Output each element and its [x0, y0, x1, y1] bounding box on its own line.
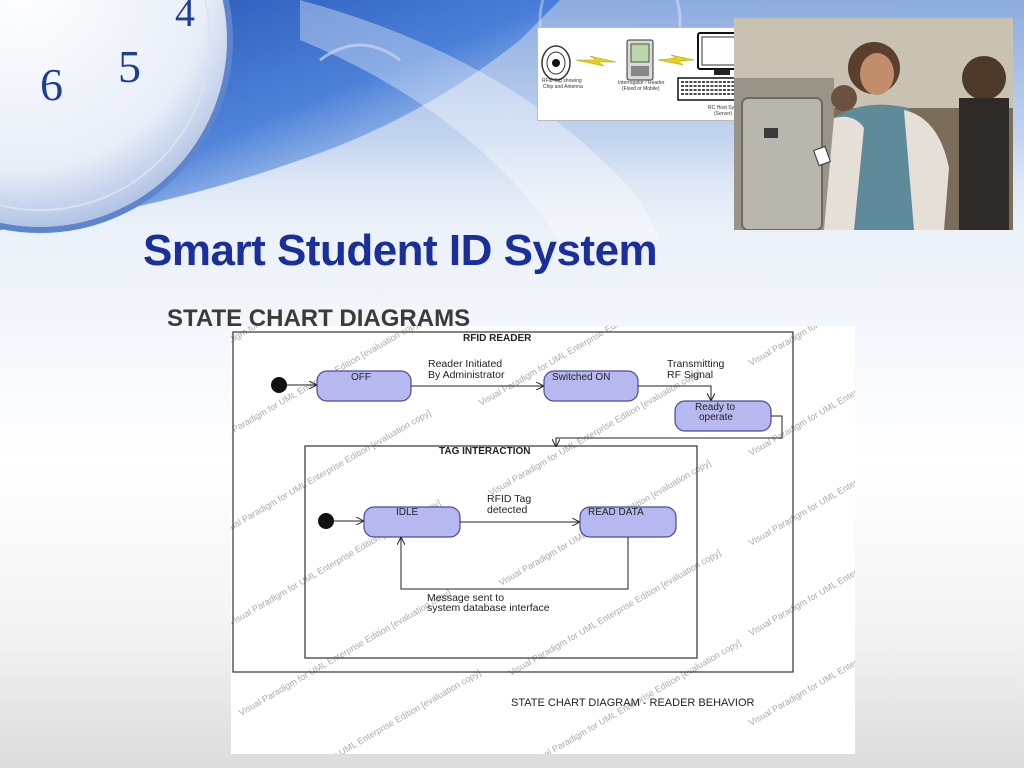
watermark-text: Visual Paradigm for UML Enterprise Editi… [747, 508, 855, 638]
svg-text:4: 4 [175, 0, 195, 35]
transition-label-1b: By Administrator [428, 369, 505, 381]
rfid-reader-frame [232, 331, 794, 673]
wireless-signal-icon-2 [657, 54, 695, 66]
clock-face [0, 0, 233, 233]
transition-label-1a: Reader Initiated [428, 358, 502, 370]
svg-text:5: 5 [118, 41, 141, 92]
tag-interaction-title: TAG INTERACTION [439, 446, 530, 457]
tag-interaction-frame [304, 445, 698, 659]
transition-label-4a: Message sent to [427, 592, 504, 604]
rfid-system-illustration: RFid Tag showing Chip and Antenna Interr… [537, 27, 773, 121]
state-ready-label-2: operate [699, 412, 733, 423]
reader-caption-2: (Fixed or Mobile) [622, 86, 660, 92]
transition-label-3b: detected [487, 504, 527, 516]
reader-caption-1: Interrogator / Reader [618, 80, 665, 86]
wireless-signal-icon [575, 55, 617, 67]
state-chart-diagram: Visual Paradigm for UML Enterprise Editi… [187, 238, 963, 768]
initial-state-outer [271, 377, 287, 393]
transition-label-4b: system database interface [427, 602, 550, 614]
state-switched-on-label: Switched ON [552, 372, 610, 383]
initial-state-inner [318, 513, 334, 529]
host-caption-2: (Server) [714, 111, 732, 117]
transition-label-3a: RFID Tag [487, 493, 531, 505]
watermark-text: Visual Paradigm for UML Enterprise Editi… [747, 598, 855, 728]
watermark-text: Visual Paradigm for UML Enterprise Editi… [237, 588, 453, 718]
rfid-reader-title: RFID READER [463, 333, 532, 344]
tag-caption-1: RFid Tag showing [542, 78, 582, 84]
tag-caption-2: Chip and Antenna [543, 84, 583, 90]
svg-text:6: 6 [40, 59, 63, 110]
state-ready-label-1: Ready to [695, 402, 735, 413]
watermark-text: Visual Paradigm for UML Enterprise Editi… [747, 418, 855, 548]
transition-label-2a: Transmitting [667, 358, 725, 370]
student-photo [734, 18, 1013, 230]
host-caption-1: RC Host System [708, 105, 745, 111]
reader-device-icon [626, 39, 654, 81]
transition-label-2b: RF Signal [667, 369, 713, 381]
slide-title: Smart Student ID System [143, 226, 658, 275]
state-read-data-label: READ DATA [588, 507, 644, 518]
state-off-label: OFF [351, 372, 371, 383]
diagram-caption: STATE CHART DIAGRAM - READER BEHAVIOR [511, 697, 755, 709]
state-idle-label: IDLE [396, 507, 419, 518]
watermark-text: Visual Paradigm for UML Enterprise Editi… [527, 638, 743, 754]
rfid-tag-icon [541, 45, 571, 81]
